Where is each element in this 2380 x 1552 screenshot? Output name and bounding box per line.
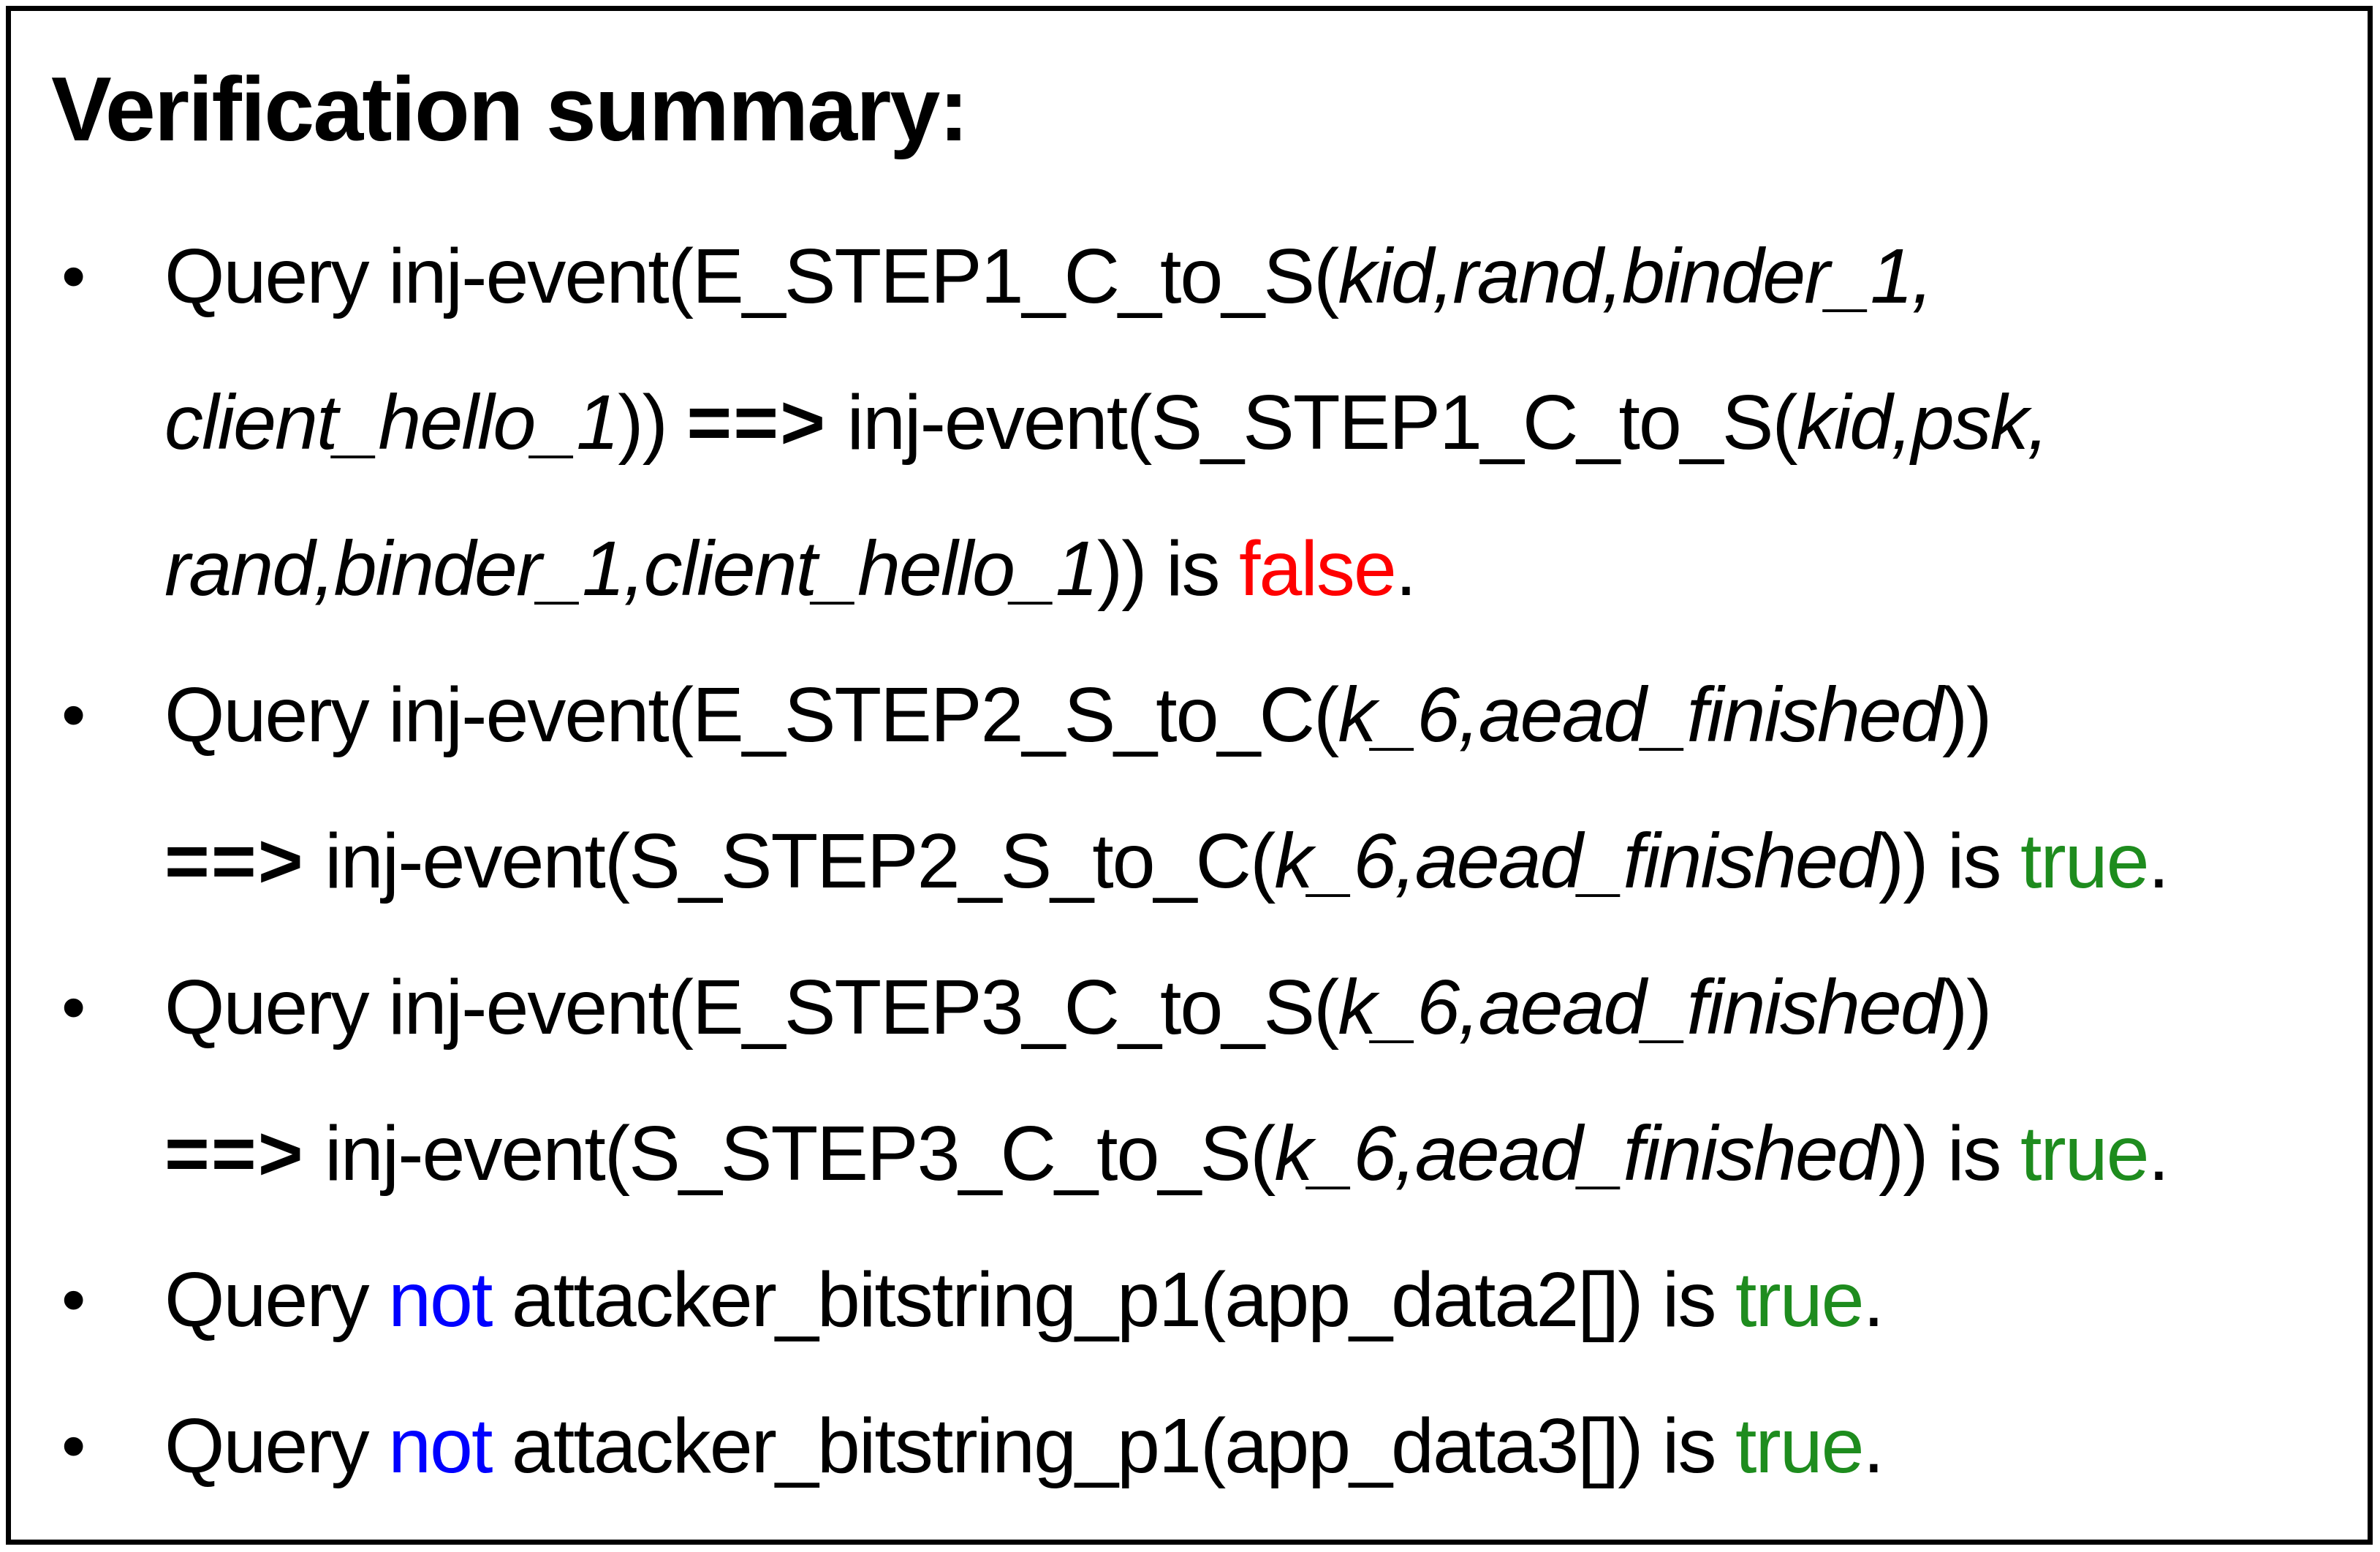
query-line: Query inj-event(E_STEP3_C_to_S(k_6,aead_… bbox=[164, 934, 2331, 1080]
text-segment: attacker_bitstring_p1(app_data3[]) is bbox=[491, 1403, 1735, 1489]
text-segment: )) is bbox=[1878, 818, 2020, 904]
text-segment: . bbox=[2148, 1110, 2169, 1197]
text-segment: true bbox=[1735, 1403, 1865, 1489]
list-item: •Query inj-event(E_STEP3_C_to_S(k_6,aead… bbox=[51, 934, 2331, 1227]
text-segment: ==> bbox=[164, 818, 305, 904]
bullet-marker: • bbox=[61, 969, 86, 1046]
text-segment: Query inj-event(E_STEP3_C_to_S( bbox=[164, 964, 1339, 1051]
bullet-list: • Query inj-event(E_STEP1_C_to_S(kid,rand… bbox=[51, 203, 2331, 1519]
text-segment: . bbox=[1395, 526, 1417, 612]
bullet-marker: • bbox=[61, 1261, 86, 1339]
text-segment: )) bbox=[1941, 672, 1993, 758]
bullet-marker: • bbox=[61, 676, 86, 754]
bullet-marker: • bbox=[61, 238, 86, 315]
text-segment: true bbox=[2020, 1110, 2150, 1197]
query-line: ==> inj-event(S_STEP2_S_to_C(k_6,aead_fi… bbox=[164, 788, 2331, 934]
text-segment: inj-event(S_STEP2_S_to_C( bbox=[304, 818, 1276, 904]
text-segment: kid,rand,binder_1, bbox=[1338, 233, 1933, 319]
bullet-marker: • bbox=[61, 1407, 86, 1485]
text-segment: client_hello_1 bbox=[164, 379, 619, 466]
text-segment: rand,binder_1,client_hello_1 bbox=[164, 526, 1099, 612]
text-segment: )) bbox=[1941, 964, 1993, 1051]
text-segment: ==> bbox=[164, 1110, 305, 1197]
page-title: Verification summary: bbox=[51, 59, 969, 160]
query-line: Query not attacker_bitstring_p1(app_data… bbox=[164, 1373, 2331, 1519]
text-segment: attacker_bitstring_p1(app_data2[]) is bbox=[491, 1257, 1735, 1343]
query-line: Query not attacker_bitstring_p1(app_data… bbox=[164, 1227, 2331, 1373]
query-line: Query inj-event(E_STEP1_C_to_S(kid,rand,… bbox=[164, 203, 2331, 349]
text-segment: not bbox=[388, 1403, 493, 1489]
text-segment: . bbox=[1862, 1257, 1884, 1343]
text-segment: )) is bbox=[1096, 526, 1239, 612]
text-segment: k_6,aead_finished bbox=[1338, 964, 1943, 1051]
text-segment: )) is bbox=[1878, 1110, 2020, 1197]
query-line: ==> inj-event(S_STEP3_C_to_S(k_6,aead_fi… bbox=[164, 1080, 2331, 1227]
text-segment: Query inj-event(E_STEP1_C_to_S( bbox=[164, 233, 1339, 319]
text-segment: inj-event(S_STEP3_C_to_S( bbox=[304, 1110, 1276, 1197]
list-item: •Query inj-event(E_STEP2_S_to_C(k_6,aead… bbox=[51, 642, 2331, 934]
text-segment: k_6,aead_finished bbox=[1274, 1110, 1879, 1197]
list-item: • Query inj-event(E_STEP1_C_to_S(kid,rand… bbox=[51, 203, 2331, 642]
text-segment: true bbox=[2020, 818, 2150, 904]
text-segment: inj-event(S_STEP1_C_to_S( bbox=[827, 379, 1798, 466]
text-segment: . bbox=[2148, 818, 2169, 904]
text-segment: k_6,aead_finished bbox=[1274, 818, 1879, 904]
verification-summary-box: Verification summary: • Query inj-event(E… bbox=[6, 6, 2373, 1545]
text-segment: true bbox=[1735, 1257, 1865, 1343]
text-segment: k_6,aead_finished bbox=[1338, 672, 1943, 758]
list-item: • Query not attacker_bitstring_p1(app_dat… bbox=[51, 1373, 2331, 1519]
text-segment: false bbox=[1238, 526, 1397, 612]
text-segment: ==> bbox=[686, 379, 827, 466]
text-segment: not bbox=[388, 1257, 493, 1343]
text-segment: . bbox=[1862, 1403, 1884, 1489]
query-line: Query inj-event(E_STEP2_S_to_C(k_6,aead_… bbox=[164, 642, 2331, 788]
text-segment: Query bbox=[164, 1257, 389, 1343]
text-segment: )) bbox=[618, 379, 687, 466]
list-item: • Query not attacker_bitstring_p1(app_dat… bbox=[51, 1227, 2331, 1373]
text-segment: Query inj-event(E_STEP2_S_to_C( bbox=[164, 672, 1339, 758]
text-segment: Query bbox=[164, 1403, 389, 1489]
query-line: rand,binder_1,client_hello_1)) is false. bbox=[164, 496, 2331, 642]
text-segment: kid,psk, bbox=[1796, 379, 2049, 466]
query-line: client_hello_1)) ==> inj-event(S_STEP1_C… bbox=[164, 349, 2331, 496]
